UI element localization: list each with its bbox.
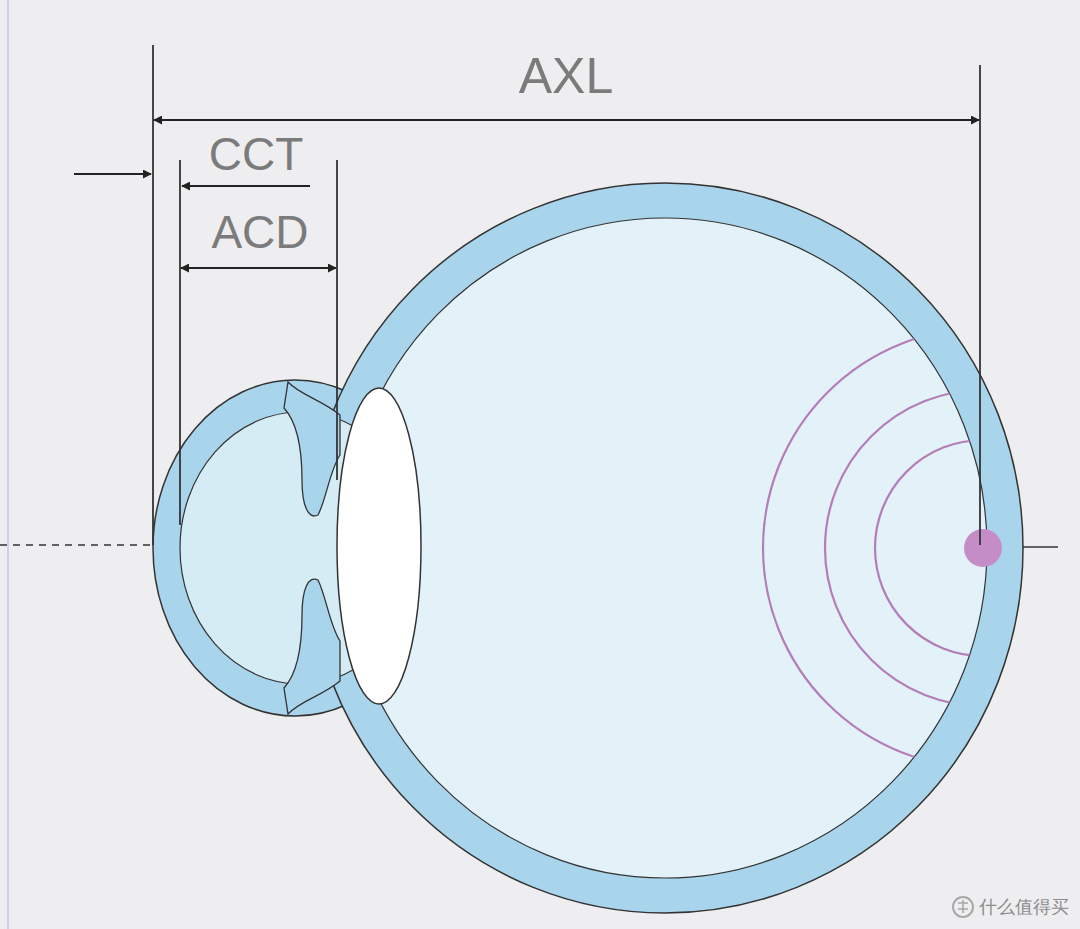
lens xyxy=(337,388,421,704)
fovea-dot xyxy=(964,529,1002,567)
vitreous-body xyxy=(343,218,987,878)
extension-lines xyxy=(153,45,980,545)
dimension-label: CCT xyxy=(209,131,304,177)
sclera xyxy=(307,183,1023,913)
optical-axis xyxy=(1023,546,1058,548)
cornea xyxy=(153,380,437,716)
dimension-label: AXL xyxy=(519,51,614,101)
watermark-icon xyxy=(958,900,968,913)
watermark-icon xyxy=(953,897,973,917)
iris xyxy=(284,579,340,714)
optical-axis xyxy=(0,544,152,546)
iris xyxy=(284,382,340,516)
watermark: 什么值得买 xyxy=(979,898,1069,916)
edge-line xyxy=(7,0,9,929)
wave-arcs xyxy=(763,328,1080,768)
dimension-label: ACD xyxy=(211,209,308,255)
dimension-arrows xyxy=(74,120,979,268)
